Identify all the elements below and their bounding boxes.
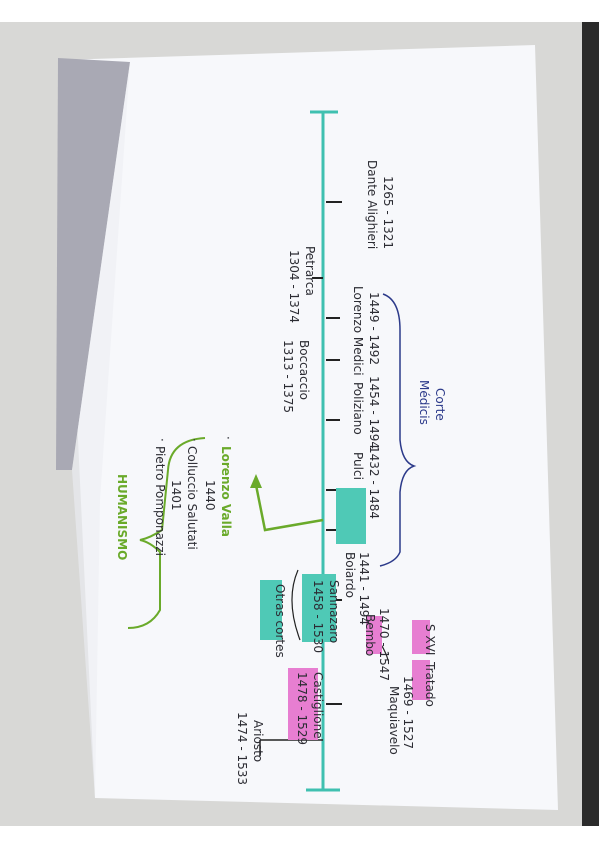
lorenzo-name: Lorenzo Medici xyxy=(351,286,365,376)
pulci-name: Pulci xyxy=(351,452,365,480)
humanismo-arrow-line xyxy=(253,479,324,532)
dante-name: Dante Alighieri xyxy=(365,160,379,249)
paper-shade xyxy=(72,62,130,798)
sxvi-label: S XVI xyxy=(423,624,437,655)
boiardo-years: 1441 - 1494 xyxy=(357,552,371,625)
dark-edge xyxy=(582,22,599,826)
salutati-name: Colluccio Salutati xyxy=(185,446,199,550)
corte-label-2: Médicis xyxy=(417,380,431,425)
castiglione-highlight xyxy=(288,668,318,740)
bembo-name: Bembo xyxy=(363,614,377,656)
otras-cortes-label: Otras cortes xyxy=(273,584,287,658)
lorenzo-years: 1449 - 1492 xyxy=(367,292,381,365)
otras-cortes-highlight xyxy=(260,580,282,640)
sannazaro-name: Sannazaro xyxy=(327,580,341,643)
petrarca-name: Petrarca xyxy=(303,246,317,296)
sxvi-highlight xyxy=(412,620,430,654)
castiglione-name: Castiglione xyxy=(311,672,325,739)
humanismo-arrow-head xyxy=(250,474,262,488)
dante-years: 1265 - 1321 xyxy=(381,176,395,249)
sannazaro-years: 1458 - 1530 xyxy=(311,580,325,653)
bembo-years: 1470 - 1547 xyxy=(377,608,391,681)
pomponazzi-name: Pietro Pomponazzi xyxy=(153,446,167,556)
salutati-year: 1401 xyxy=(169,480,183,511)
salutati-bullet: · xyxy=(187,438,201,442)
castiglione-years: 1478 - 1529 xyxy=(295,672,309,745)
poliziano-years: 1454 - 1494 xyxy=(367,376,381,449)
poliziano-name: Poliziano xyxy=(351,382,365,435)
corte-label-1: Corte xyxy=(433,388,447,421)
folded-corner xyxy=(56,58,130,470)
humanismo-brace xyxy=(127,437,206,629)
humanismo-title: HUMANISMO xyxy=(115,474,129,560)
paper-sheet xyxy=(60,45,558,810)
top-margin xyxy=(0,0,599,22)
tratado-label: Tratado xyxy=(423,661,437,707)
pulci-years: 1432 - 1484 xyxy=(367,446,381,519)
pomponazzi-bullet: · xyxy=(155,438,169,442)
ariosto-name: Ariosto xyxy=(251,720,265,762)
valla-bullet: · xyxy=(221,436,235,440)
boccaccio-name: Boccaccio xyxy=(297,340,311,400)
corte-medicis-brace xyxy=(379,293,417,567)
tratado-highlight xyxy=(412,660,430,700)
boiardo-name: Boiardo xyxy=(343,552,357,598)
valla-year: 1440 xyxy=(203,480,217,511)
bottom-margin xyxy=(0,826,599,848)
otras-cortes-arrow xyxy=(291,569,301,641)
maquiavelo-name: Maquiavelo xyxy=(387,686,401,755)
sannazaro-highlight xyxy=(302,574,336,642)
petrarca-years: 1304 - 1374 xyxy=(287,250,301,323)
boccaccio-years: 1313 - 1375 xyxy=(281,340,295,413)
valla-name: Lorenzo Valla xyxy=(219,446,233,537)
ariosto-years: 1474 - 1533 xyxy=(235,712,249,785)
maquiavelo-years: 1469 - 1527 xyxy=(401,676,415,749)
boiardo-highlight xyxy=(336,488,366,544)
bembo-highlight xyxy=(366,616,382,654)
